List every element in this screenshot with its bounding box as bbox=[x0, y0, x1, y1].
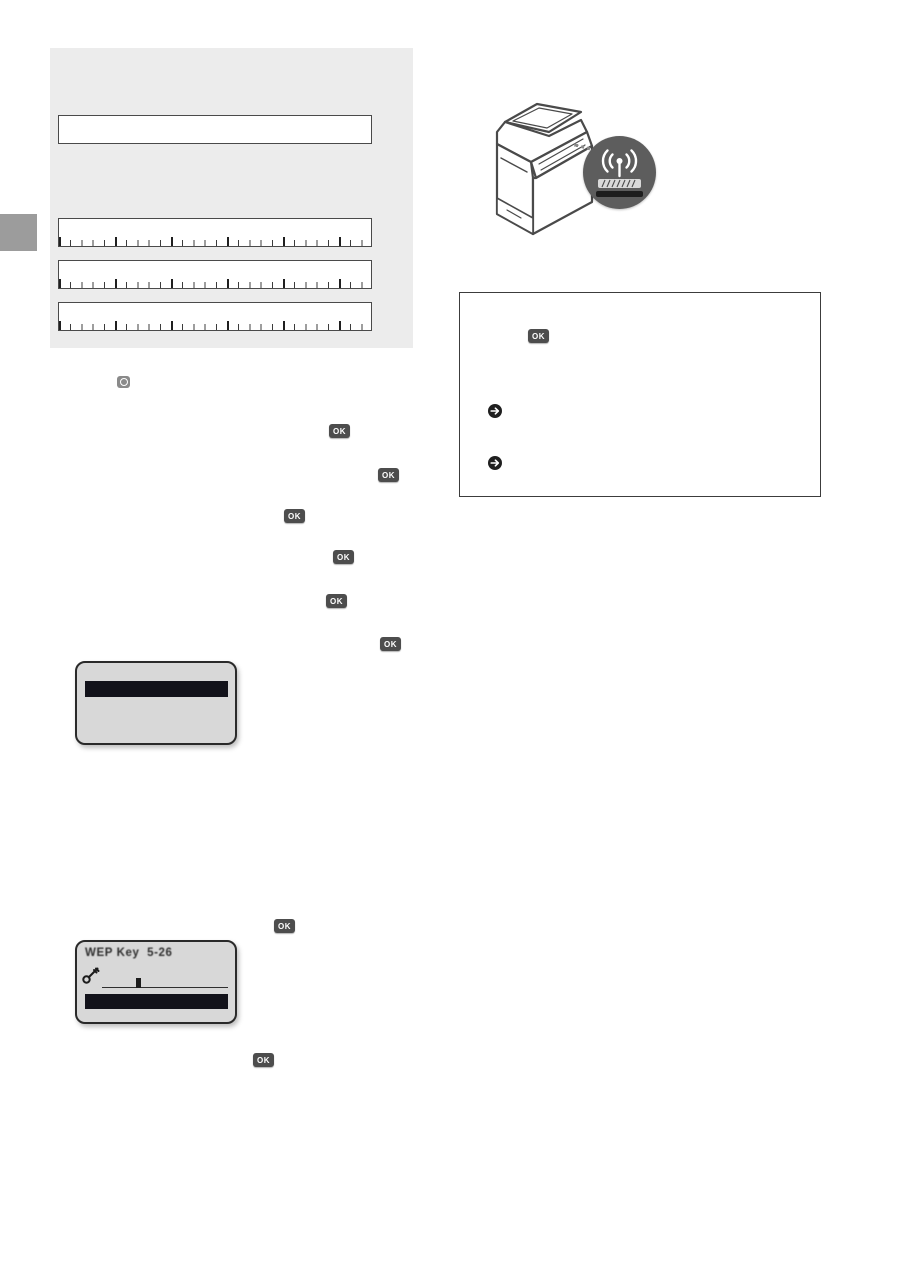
ok-key-icon: OK bbox=[274, 919, 295, 933]
character-tick-marks bbox=[59, 237, 371, 246]
lcd-highlighted-row bbox=[85, 681, 228, 697]
printer-illustration bbox=[483, 92, 601, 250]
ok-key-icon: OK bbox=[329, 424, 350, 438]
character-tick-marks bbox=[59, 279, 371, 288]
network-key-entry-box-1 bbox=[58, 218, 372, 247]
lcd-input-cursor bbox=[136, 978, 141, 988]
network-key-entry-box-3 bbox=[58, 302, 372, 331]
wireless-key-icon bbox=[117, 376, 130, 388]
ok-key-icon: OK bbox=[284, 509, 305, 523]
ok-key-icon: OK bbox=[380, 637, 401, 651]
ok-key-icon: OK bbox=[378, 468, 399, 482]
key-entry-icon bbox=[81, 965, 101, 985]
network-key-entry-box-2 bbox=[58, 260, 372, 289]
wifi-indicator-icon bbox=[583, 136, 656, 209]
lcd-input-line bbox=[102, 987, 228, 988]
fill-in-panel bbox=[50, 48, 413, 348]
ok-key-icon: OK bbox=[528, 329, 549, 343]
ok-key-icon: OK bbox=[333, 550, 354, 564]
note-box: OK bbox=[459, 292, 821, 497]
ssid-entry-box bbox=[58, 115, 372, 144]
ok-key-icon: OK bbox=[326, 594, 347, 608]
lcd-screen-wep-key: WEP Key 5-26 bbox=[75, 940, 237, 1024]
lcd-title: WEP Key 5-26 bbox=[85, 947, 173, 959]
lcd-highlighted-row bbox=[85, 994, 228, 1009]
page-edge-tab bbox=[0, 214, 37, 251]
reference-arrow-icon bbox=[487, 403, 503, 419]
lcd-screen-menu bbox=[75, 661, 237, 745]
ok-key-icon: OK bbox=[253, 1053, 274, 1067]
reference-arrow-icon bbox=[487, 455, 503, 471]
character-tick-marks bbox=[59, 321, 371, 330]
